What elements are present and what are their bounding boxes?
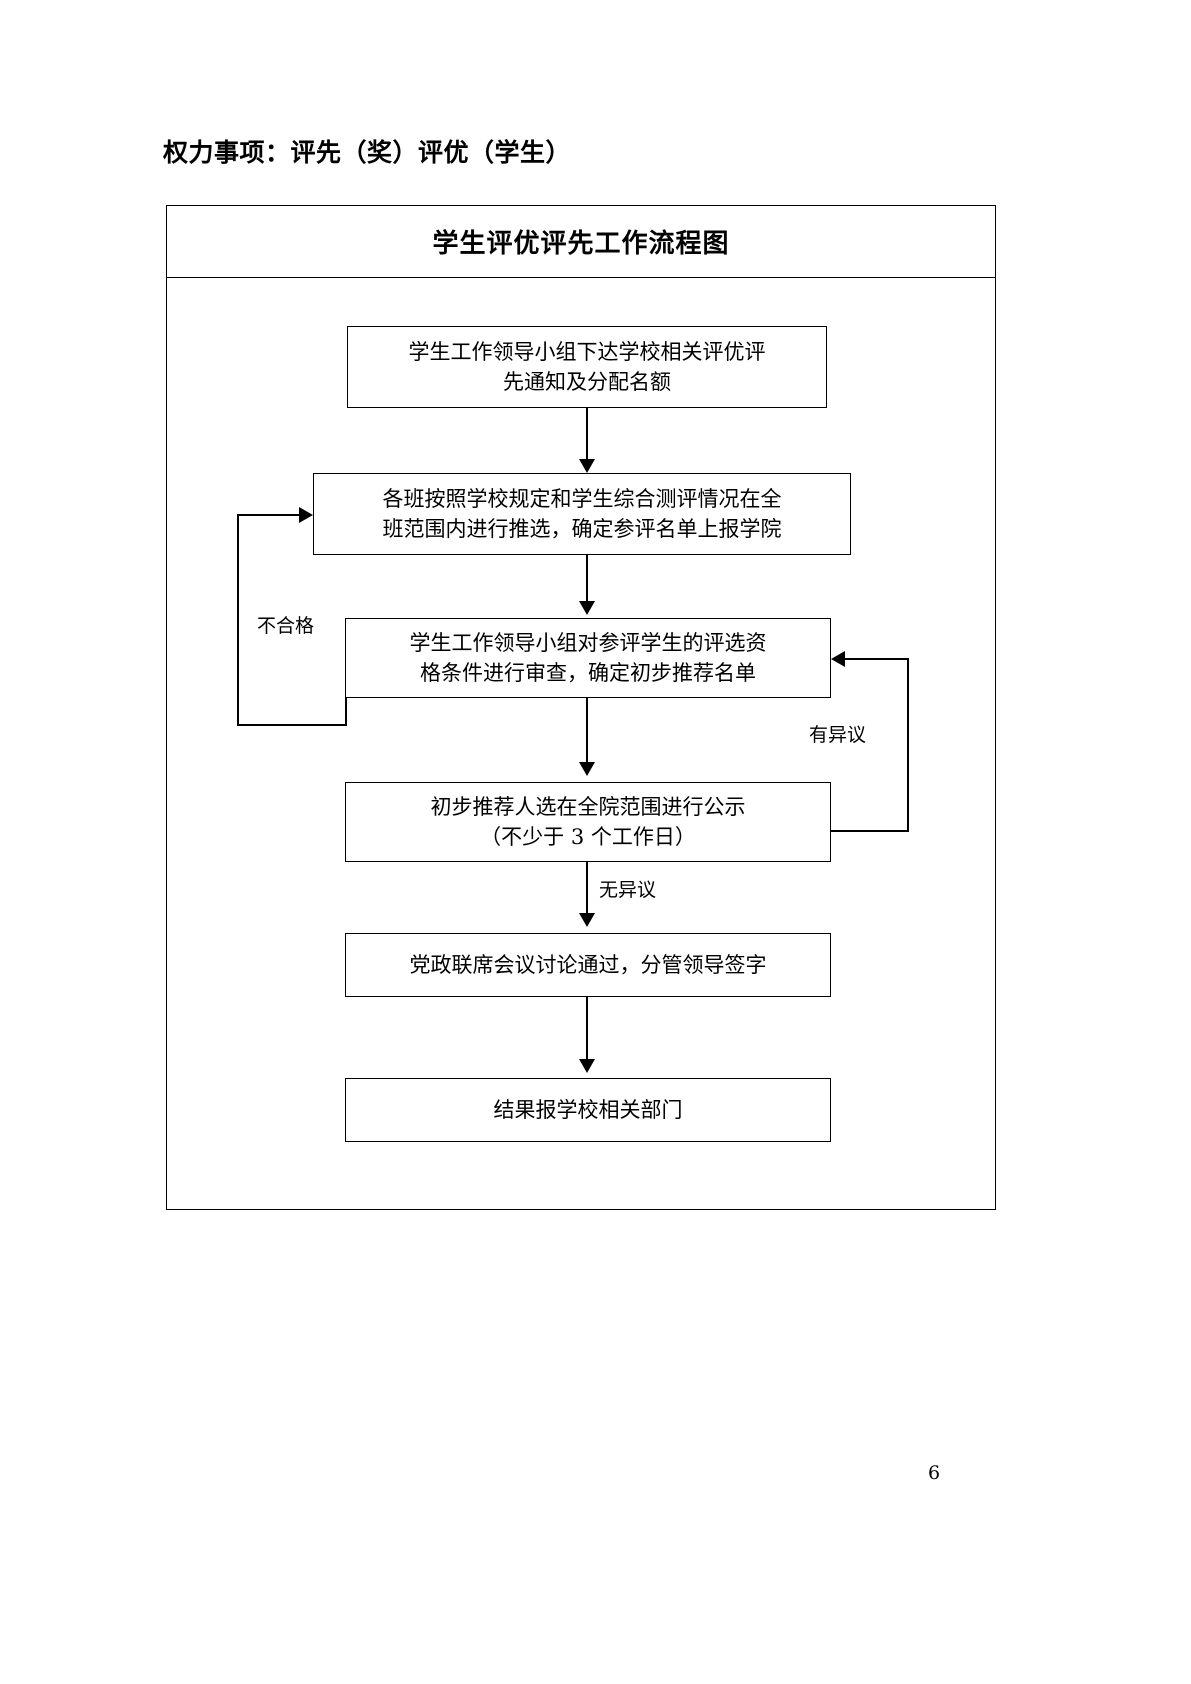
flow-box-issue-notice: 学生工作领导小组下达学校相关评优评 先通知及分配名额 <box>347 326 827 408</box>
arrow-box3-box4 <box>579 762 595 776</box>
flow-box-joint-meeting-approval: 党政联席会议讨论通过，分管领导签字 <box>345 933 831 997</box>
flow-box-line: 结果报学校相关部门 <box>493 1097 683 1122</box>
flow-box-class-recommendation: 各班按照学校规定和学生综合测评情况在全 班范围内进行推选，确定参评名单上报学院 <box>313 473 851 555</box>
flowchart-frame: 学生评优评先工作流程图 学生工作领导小组下达学校相关评优评 先通知及分配名额 各… <box>166 205 996 1210</box>
page-title: 权力事项：评先（奖）评优（学生） <box>163 138 572 167</box>
flowchart-header: 学生评优评先工作流程图 <box>167 206 995 278</box>
edge-label-objection: 有异议 <box>807 724 869 746</box>
connector-box5-box6 <box>586 997 588 1059</box>
feedback-objection-right <box>831 830 909 832</box>
feedback-objection-left <box>845 658 909 660</box>
flow-box-line: 党政联席会议讨论通过，分管领导签字 <box>409 952 767 977</box>
arrow-box5-box6 <box>579 1059 595 1073</box>
connector-box2-box3 <box>586 555 588 601</box>
arrow-box4-box5 <box>579 913 595 927</box>
flow-box-line: 学生工作领导小组下达学校相关评优评 <box>408 339 766 364</box>
arrow-feedback-objection <box>831 651 845 667</box>
flow-box-line: 初步推荐人选在全院范围进行公示 <box>430 794 746 819</box>
feedback-objection-up <box>907 658 909 832</box>
feedback-fail-left <box>237 724 347 726</box>
flow-box-report-to-school: 结果报学校相关部门 <box>345 1078 831 1142</box>
arrow-feedback-fail <box>299 507 313 523</box>
feedback-fail-down <box>345 698 347 726</box>
flow-box-line: 班范围内进行推选，确定参评名单上报学院 <box>382 517 782 541</box>
arrow-box2-box3 <box>579 601 595 615</box>
flow-box-line: 各班按照学校规定和学生综合测评情况在全 <box>382 486 782 511</box>
flow-box-qualification-review: 学生工作领导小组对参评学生的评选资 格条件进行审查，确定初步推荐名单 <box>345 618 831 698</box>
flowchart-body: 学生工作领导小组下达学校相关评优评 先通知及分配名额 各班按照学校规定和学生综合… <box>167 278 995 1211</box>
connector-box4-box5 <box>586 862 588 913</box>
flowchart-header-title: 学生评优评先工作流程图 <box>432 229 730 259</box>
connector-box3-box4 <box>586 698 588 762</box>
flow-box-line: （不少于 3 个工作日） <box>480 825 696 849</box>
arrow-box1-box2 <box>579 459 595 473</box>
flow-box-public-announcement: 初步推荐人选在全院范围进行公示 （不少于 3 个工作日） <box>345 782 831 862</box>
edge-label-no-objection: 无异议 <box>597 879 659 901</box>
edge-label-fail: 不合格 <box>255 615 317 637</box>
flow-box-line: 学生工作领导小组对参评学生的评选资 <box>409 630 767 655</box>
flow-box-line: 先通知及分配名额 <box>503 370 671 394</box>
feedback-fail-right <box>237 514 299 516</box>
page-number: 6 <box>928 1462 941 1484</box>
connector-box1-box2 <box>586 408 588 459</box>
flow-box-line: 格条件进行审查，确定初步推荐名单 <box>420 661 756 685</box>
feedback-fail-up <box>237 514 239 726</box>
